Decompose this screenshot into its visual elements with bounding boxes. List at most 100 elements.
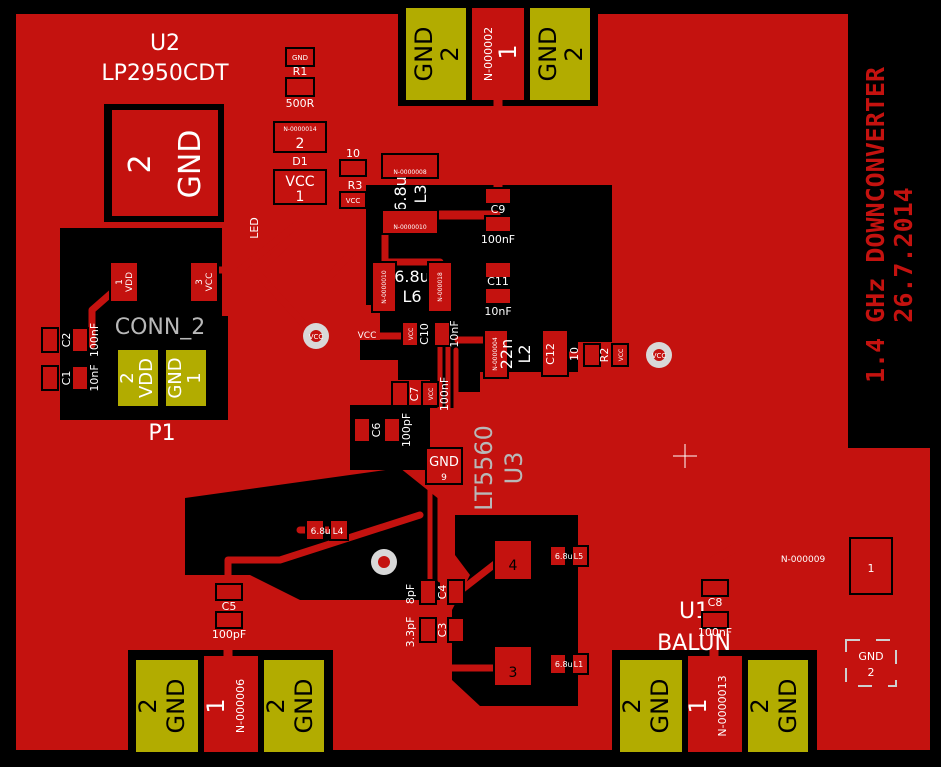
connector-bl-gnd-right-num: 2 (262, 698, 290, 713)
c1-pad-right[interactable] (71, 365, 89, 391)
c3-pad-right[interactable] (447, 617, 465, 643)
u1-pin1-pad[interactable] (849, 537, 893, 595)
c1-ref: C1 (60, 371, 73, 386)
track-c5 (224, 511, 424, 589)
c1-pad-left[interactable] (41, 365, 59, 391)
c3-capacitor: C3 3.3pF (404, 617, 465, 647)
l1-pad-left[interactable] (549, 653, 567, 675)
c5-pad-bottom[interactable] (215, 611, 243, 629)
u3-exposed-pad[interactable] (425, 447, 463, 485)
u2-pin3-num: 3 (195, 279, 205, 285)
c2-pad-right[interactable] (71, 327, 89, 353)
r2-pad-left[interactable] (583, 343, 601, 367)
r3-net: VCC (346, 197, 361, 205)
l3-pad-top[interactable] (381, 153, 439, 179)
c3-pad-left[interactable] (419, 617, 437, 643)
c3-ref: C3 (436, 623, 449, 638)
pad-4: 4 (493, 539, 533, 581)
l3-inductor: N-0000008 L3 6.8u N-0000010 (381, 153, 439, 235)
l4-pad-right[interactable] (329, 519, 349, 541)
c5-capacitor: C5 100pF (212, 583, 246, 641)
r3-ref: R3 (348, 179, 363, 192)
l5-pad-right[interactable] (571, 545, 589, 567)
connector-br-sig[interactable] (688, 656, 742, 752)
pad-3: 3 (493, 645, 533, 687)
c5-pad-top[interactable] (215, 583, 243, 601)
connector-bl-gnd-right[interactable] (264, 660, 324, 752)
d1-pad-2[interactable] (273, 121, 327, 153)
connector-br-gnd-right[interactable] (748, 660, 808, 752)
c7-pad-left[interactable] (391, 381, 409, 407)
r3-value: 10 (346, 147, 360, 160)
l6-pad-right[interactable] (427, 261, 453, 313)
c7-pad-right[interactable] (421, 381, 439, 407)
conn2-p1-label: P1 (148, 421, 175, 446)
c11-pad-top[interactable] (484, 261, 512, 279)
connector-top-gnd-left[interactable] (406, 8, 466, 100)
connector-top-sig[interactable] (472, 8, 524, 100)
u1-gnd-pad[interactable] (845, 639, 897, 687)
c9-pad-top[interactable] (484, 187, 512, 205)
l2-ref: L2 (515, 344, 534, 363)
u2-pin3-pad[interactable] (189, 261, 219, 303)
u1-balun: N-000009 1 U1 BALUN GND 2 (657, 537, 897, 687)
d1-pad-1[interactable] (273, 169, 327, 205)
pad-3-rect[interactable] (493, 645, 533, 687)
l5-label: 6.8uL5 (555, 552, 583, 561)
r1-pad-top[interactable] (285, 47, 315, 67)
conn2-pin2-net: VDD (136, 358, 157, 398)
track-u3-top (437, 327, 459, 448)
connector-br-gnd-left-num: 2 (618, 698, 646, 713)
u2-pin1-pad[interactable] (109, 261, 139, 303)
r2-ref: R2 (598, 348, 611, 363)
u1-gnd-net: GND (858, 650, 883, 663)
l2-value: 22n (497, 339, 516, 370)
u2-tab-pad[interactable] (112, 110, 218, 216)
c9-value: 100nF (481, 233, 515, 246)
c8-pad-top[interactable] (701, 579, 729, 597)
connector-top-gnd-left-num: 2 (436, 46, 464, 61)
c12-pad[interactable] (541, 329, 569, 377)
c12-capacitor: C12 10 (541, 329, 581, 377)
l1-pad-right[interactable] (571, 653, 589, 675)
c11-value: 10nF (484, 305, 511, 318)
r3-pad-top[interactable] (339, 159, 367, 177)
via-vcc-2-hole (653, 349, 665, 361)
l4-pad-left[interactable] (305, 519, 325, 541)
c6-pad-right[interactable] (383, 417, 401, 443)
c11-pad-bottom[interactable] (484, 287, 512, 305)
c4-pad-right[interactable] (447, 579, 465, 605)
c2-pad-left[interactable] (41, 327, 59, 353)
via-vcc-3-hole (378, 556, 390, 568)
l3-pad-bottom[interactable] (381, 209, 439, 235)
c10-pad-right[interactable] (433, 321, 451, 347)
d1-pad-1-num: 1 (296, 189, 305, 205)
r2-pad-right[interactable] (611, 343, 629, 367)
conn2-pin1-pad[interactable] (166, 350, 206, 406)
connector-bl-sig[interactable] (204, 656, 258, 752)
d1-pad-2-net: N-0000014 (283, 126, 317, 133)
c4-capacitor: C4 8pF (404, 579, 465, 605)
c10-pad-left[interactable] (401, 321, 419, 347)
connector-br-gnd-left[interactable] (620, 660, 682, 752)
l2-net: N-0000004 (492, 337, 499, 371)
connector-br-sig-num: 1 (684, 698, 712, 713)
c6-pad-left[interactable] (353, 417, 371, 443)
l6-pad-left[interactable] (371, 261, 397, 313)
l2-pad-left[interactable] (483, 329, 509, 379)
connector-br-gnd-left-net: GND (646, 678, 674, 733)
track-c3-pad3 (426, 636, 504, 672)
r1-pad-bottom[interactable] (285, 77, 315, 97)
u3-ref: U3 (500, 452, 528, 485)
l5-pad-left[interactable] (549, 545, 567, 567)
connector-bl-gnd-left[interactable] (136, 660, 198, 752)
c9-pad-bottom[interactable] (484, 215, 512, 233)
connector-top-gnd-right[interactable] (530, 8, 590, 100)
r3-pad-bottom[interactable] (339, 191, 367, 209)
pad-4-rect[interactable] (493, 539, 533, 581)
c8-pad-bottom[interactable] (701, 611, 729, 629)
conn2-pin2-pad[interactable] (118, 350, 158, 406)
u1-gnd-num: 2 (868, 666, 875, 679)
track-vcc-label: VCC (358, 331, 377, 341)
c4-pad-left[interactable] (419, 579, 437, 605)
